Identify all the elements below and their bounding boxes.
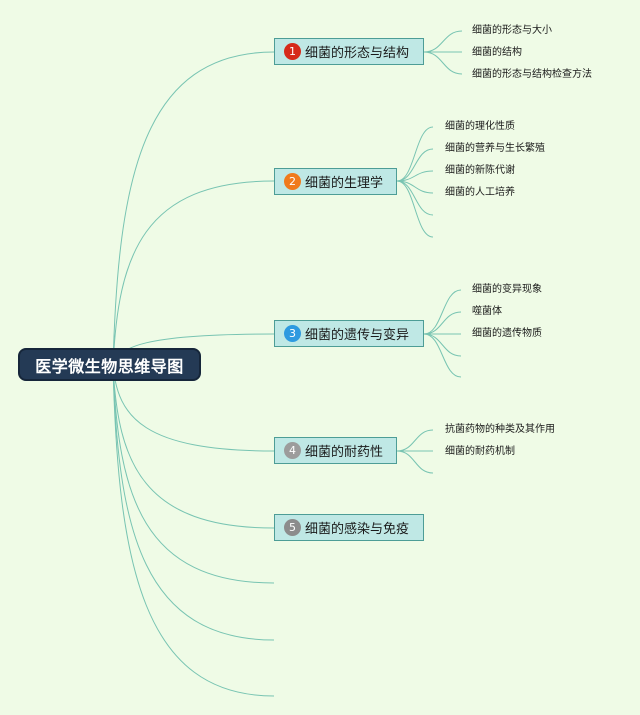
branch-connector — [112, 365, 275, 641]
root-node[interactable]: 医学微生物思维导图 — [18, 348, 201, 381]
subtopic-item[interactable]: 细菌的变异现象 — [472, 284, 542, 295]
sub-connector — [396, 180, 434, 238]
number-badge: 3 — [284, 325, 301, 342]
topic-label: 细菌的耐药性 — [305, 445, 384, 460]
subtopic-item[interactable]: 细菌的结构 — [472, 47, 522, 58]
topic-label: 细菌的感染与免疫 — [305, 522, 410, 537]
subtopic-item[interactable]: 抗菌药物的种类及其作用 — [445, 424, 555, 435]
branch-connector — [112, 180, 275, 367]
subtopic-item[interactable]: 细菌的理化性质 — [445, 121, 515, 132]
sub-connector — [396, 126, 434, 182]
topic-label: 细菌的生理学 — [305, 176, 384, 191]
subtopic-item[interactable]: 细菌的人工培养 — [445, 187, 515, 198]
subtopic-item[interactable]: 细菌的形态与结构检查方法 — [472, 69, 592, 80]
branch-connector — [112, 51, 275, 367]
topic-infection-immunity[interactable]: 5 细菌的感染与免疫 — [274, 514, 424, 541]
branch-connector — [112, 365, 275, 529]
number-badge: 1 — [284, 43, 301, 60]
branch-connector — [112, 365, 275, 452]
topic-drug-resistance[interactable]: 4 细菌的耐药性 — [274, 437, 397, 464]
sub-connector — [396, 170, 434, 182]
sub-connector — [423, 311, 462, 335]
topic-physiology[interactable]: 2 细菌的生理学 — [274, 168, 397, 195]
sub-connector — [396, 429, 434, 452]
topic-genetics-variation[interactable]: 3 细菌的遗传与变异 — [274, 320, 424, 347]
sub-connector — [423, 289, 462, 335]
subtopic-item[interactable]: 细菌的遗传物质 — [472, 328, 542, 339]
sub-connector — [423, 30, 463, 53]
topic-label: 细菌的形态与结构 — [305, 46, 410, 61]
sub-connector — [423, 333, 462, 378]
subtopic-item[interactable]: 细菌的形态与大小 — [472, 25, 552, 36]
topic-morphology-structure[interactable]: 1 细菌的形态与结构 — [274, 38, 424, 65]
number-badge: 4 — [284, 442, 301, 459]
branch-connector — [112, 365, 275, 697]
number-badge: 2 — [284, 173, 301, 190]
sub-connector — [423, 333, 462, 357]
sub-connector — [396, 450, 434, 474]
sub-connector — [396, 148, 434, 182]
subtopic-item[interactable]: 噬菌体 — [472, 306, 502, 317]
subtopic-item[interactable]: 细菌的新陈代谢 — [445, 165, 515, 176]
branch-connector — [112, 365, 275, 584]
topic-label: 细菌的遗传与变异 — [305, 328, 410, 343]
subtopic-item[interactable]: 细菌的营养与生长繁殖 — [445, 143, 545, 154]
number-badge: 5 — [284, 519, 301, 536]
sub-connector — [423, 51, 463, 75]
subtopic-item[interactable]: 细菌的耐药机制 — [445, 446, 515, 457]
